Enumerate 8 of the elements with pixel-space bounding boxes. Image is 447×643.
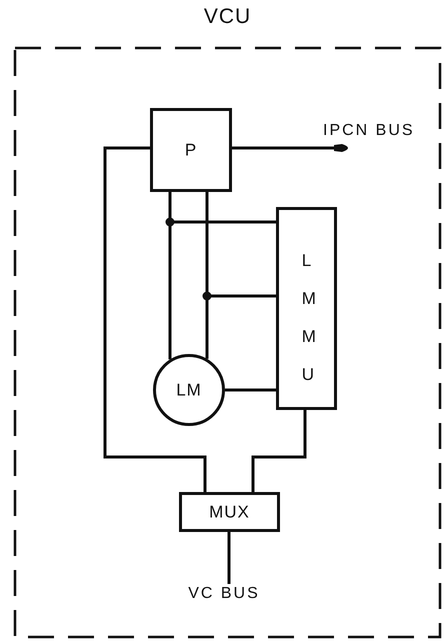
- unit-label: LM: [176, 382, 202, 398]
- connector-line: [252, 410, 306, 492]
- unit-title: VCU: [204, 6, 252, 27]
- unit-label: MUX: [209, 504, 250, 520]
- connector-line: [228, 532, 230, 584]
- connector-line: [104, 146, 206, 492]
- unit-label: P: [184, 142, 198, 158]
- connector-line: [225, 388, 276, 392]
